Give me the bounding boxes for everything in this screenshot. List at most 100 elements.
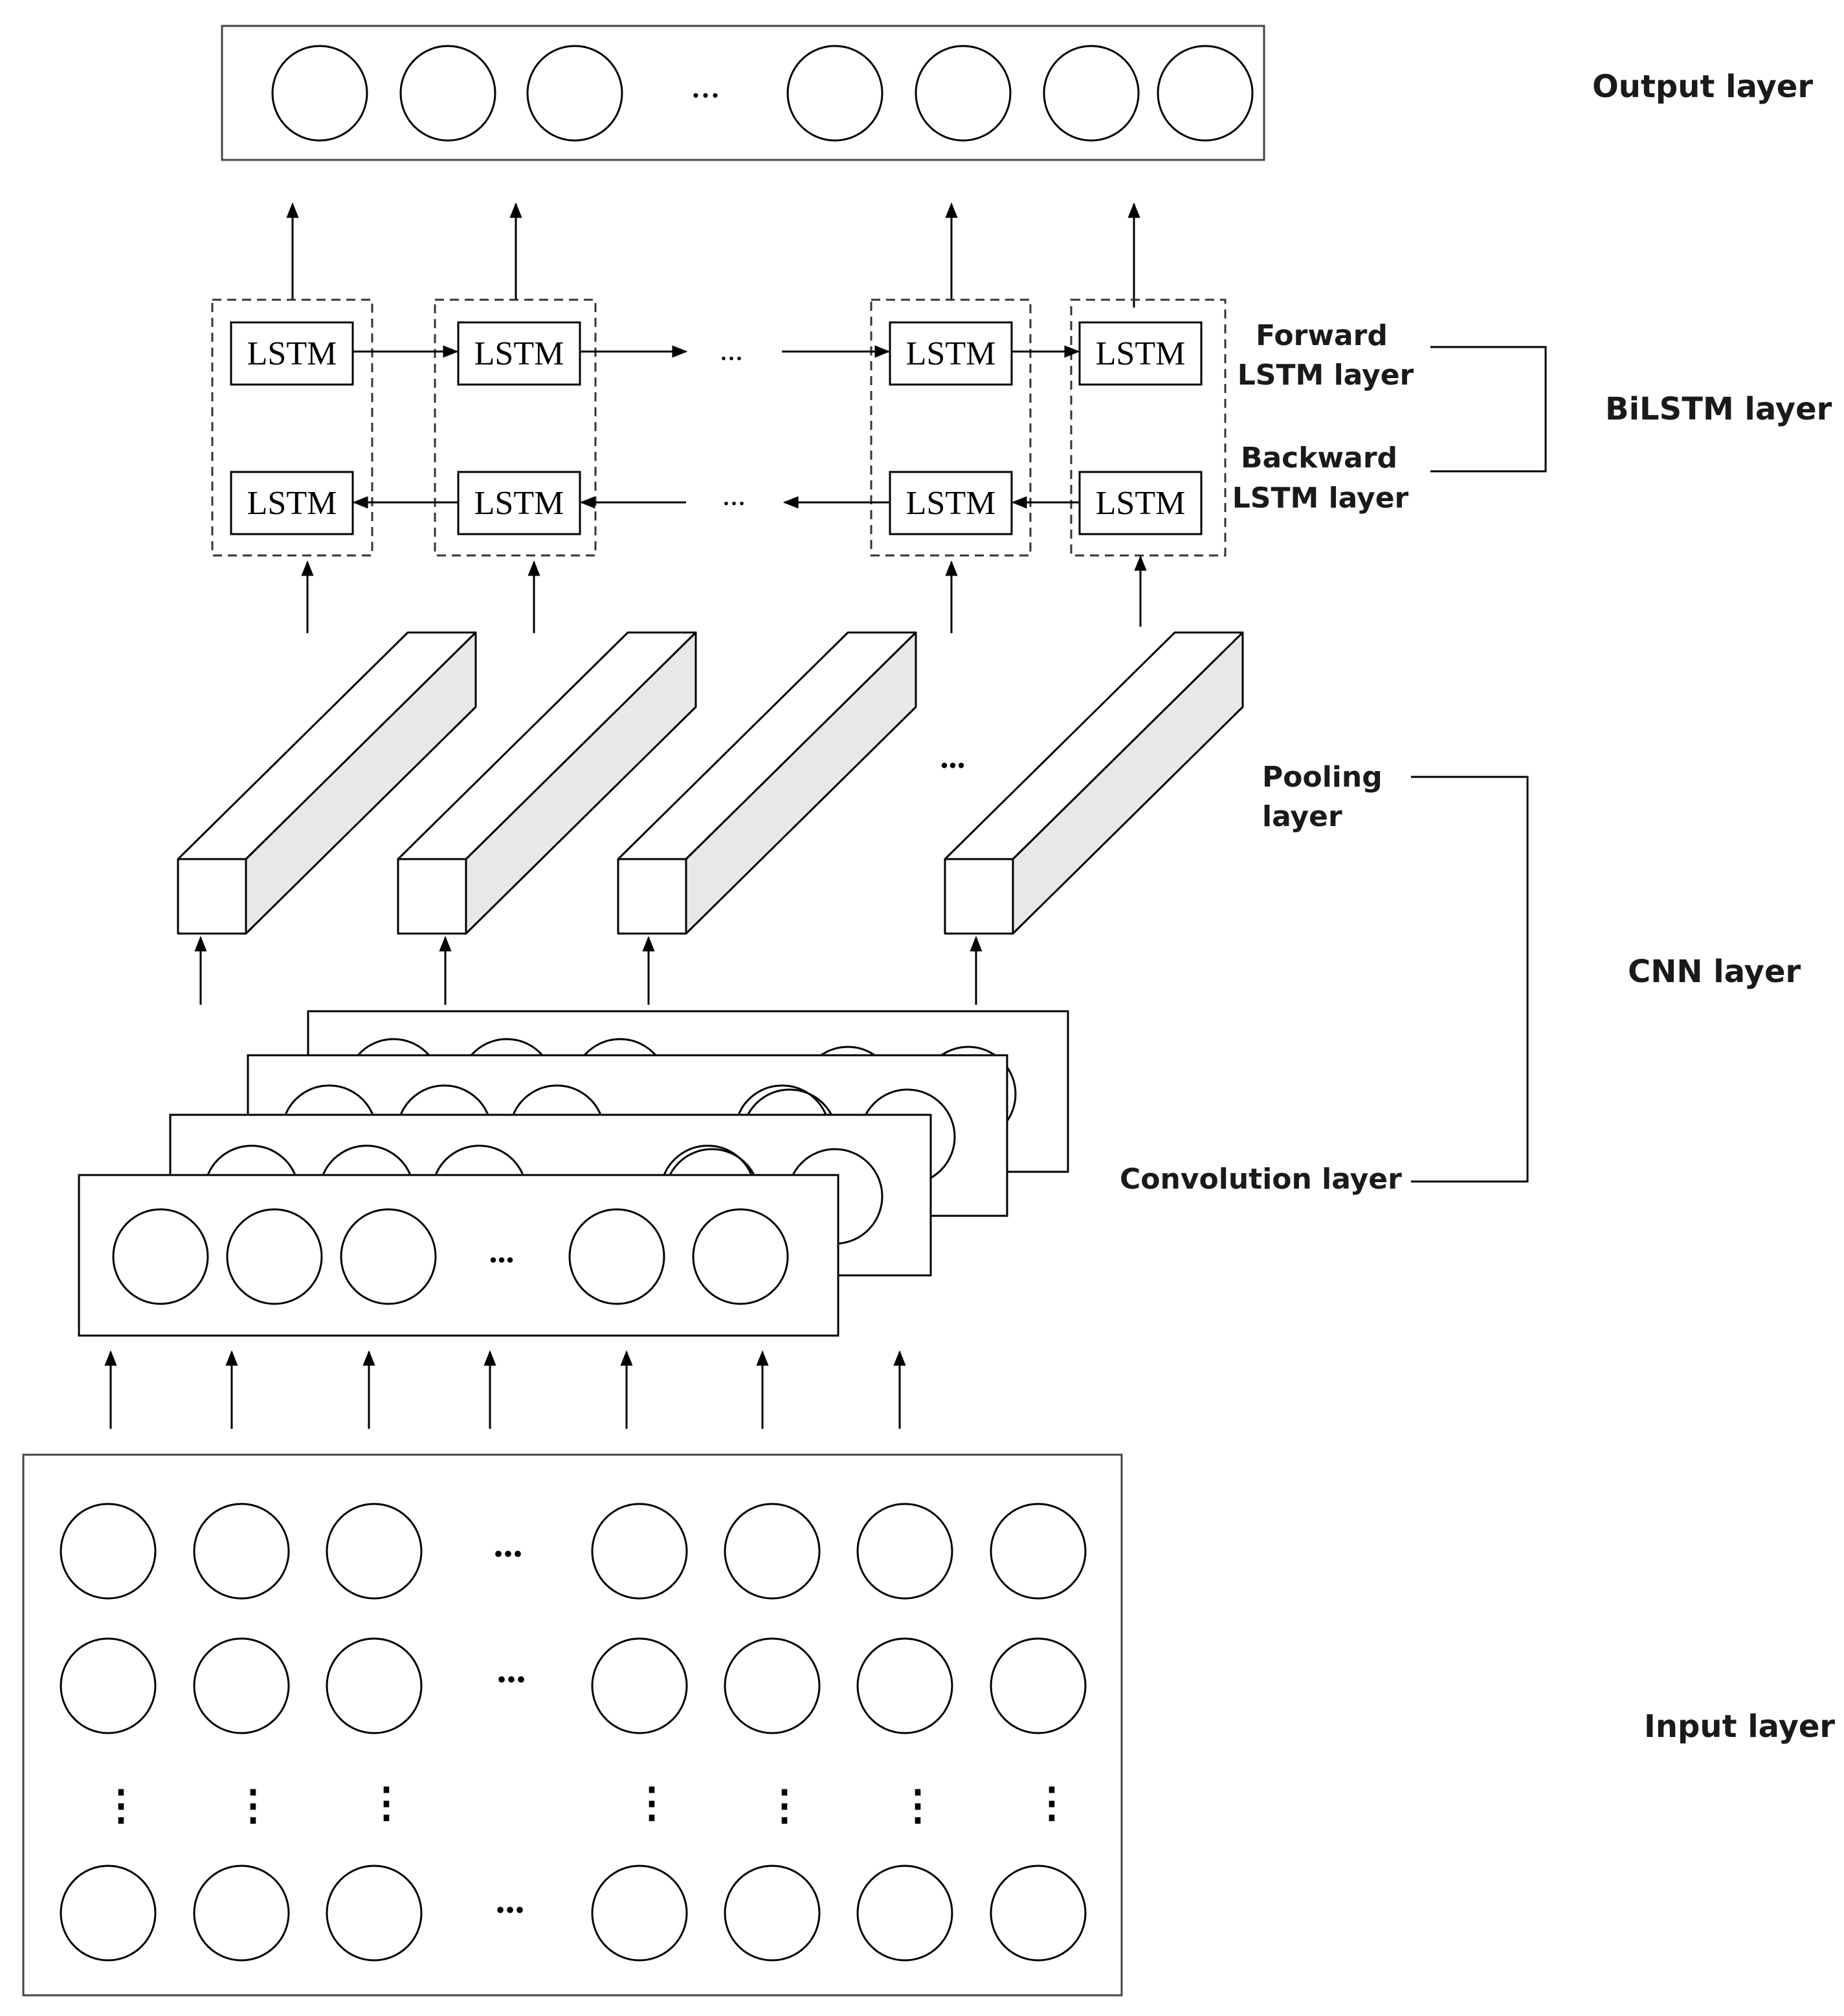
feature-neuron (340, 1208, 437, 1305)
convolution-layer: ... (78, 1010, 1069, 1337)
input-column-ellipsis: ⋮ (232, 1782, 274, 1828)
backward-ellipsis: ... (722, 478, 746, 512)
lstm-cell-label: LSTM (247, 485, 337, 522)
pooling-bar (617, 631, 917, 935)
cnn-bracket (1411, 776, 1529, 1183)
input-layer-label: Input layer (1644, 1708, 1835, 1745)
output-neuron (526, 45, 623, 142)
feature-neuron-arc (284, 1084, 374, 1115)
feature-map-ellipsis: ... (489, 1233, 515, 1270)
input-layer: ... ... ⋮ ⋮ ⋮ ⋮ ⋮ ⋮ ⋮ (22, 1453, 1123, 1997)
output-ellipsis: ... (691, 63, 720, 106)
input-to-conv-arrows (104, 1350, 906, 1429)
feature-neuron-arc (434, 1145, 524, 1176)
output-neuron (399, 45, 496, 142)
cnn-layer-label: CNN layer (1628, 954, 1801, 990)
output-neuron (271, 45, 368, 142)
input-neuron (724, 1503, 821, 1600)
pooling-label-line2: layer (1262, 800, 1342, 833)
feature-neuron-arc (206, 1145, 296, 1176)
lstm-cell (457, 321, 581, 386)
input-neuron (60, 1503, 157, 1600)
input-column-ellipsis: ⋮ (1031, 1780, 1072, 1826)
output-layer: ... (221, 25, 1265, 161)
input-row-ellipsis: ... (494, 1522, 523, 1565)
feature-neuron-arc (663, 1145, 753, 1176)
forward-lstm-label-line2: LSTM layer (1238, 359, 1414, 392)
bilstm-bracket (1430, 346, 1547, 473)
pooling-bar-front (397, 858, 467, 935)
forward-lstm-label-line1: Forward (1256, 319, 1388, 352)
lstm-cell-label: LSTM (1096, 485, 1186, 522)
pooling-ellipsis: ... (940, 739, 966, 776)
feature-map: ... (78, 1174, 839, 1337)
lstm-cell (1078, 321, 1203, 386)
input-neuron (990, 1865, 1087, 1962)
input-row: ... (60, 1865, 1087, 1962)
input-column-ellipsis: ⋮ (100, 1782, 142, 1828)
input-row-ellipsis: ... (497, 1648, 526, 1690)
lstm-cell (230, 321, 354, 386)
backward-lstm-label-line1: Backward (1241, 442, 1397, 475)
input-vertical-ellipses: ⋮ ⋮ ⋮ ⋮ ⋮ ⋮ ⋮ (100, 1780, 1072, 1828)
hidden-neuron-arcs (206, 1038, 827, 1176)
input-neuron (60, 1865, 157, 1962)
pooling-to-bilstm-arrows (301, 555, 1147, 633)
input-neuron (60, 1637, 157, 1734)
input-layer-box (22, 1453, 1123, 1997)
output-neuron (1043, 45, 1140, 142)
pooling-bar (397, 631, 697, 935)
bilstm-timestep-group (870, 298, 1032, 557)
input-neuron (326, 1503, 423, 1600)
convolution-label: Convolution layer (1120, 1163, 1402, 1196)
lstm-cell-label: LSTM (474, 485, 564, 522)
feature-neuron (112, 1208, 209, 1305)
feature-neuron-arc (322, 1145, 412, 1176)
input-neuron (193, 1865, 290, 1962)
input-column-ellipsis: ⋮ (764, 1782, 805, 1828)
input-neuron (193, 1637, 290, 1734)
lstm-cell-label: LSTM (906, 485, 996, 522)
input-neuron (326, 1865, 423, 1962)
input-neuron (724, 1865, 821, 1962)
pooling-bar (177, 631, 477, 935)
conv-to-pooling-arrows (194, 935, 983, 1005)
output-neuron (786, 45, 883, 142)
input-neuron (591, 1865, 688, 1962)
lstm-cell-label: LSTM (1096, 335, 1186, 372)
forward-ellipsis: ... (720, 333, 743, 367)
output-neuron (1157, 45, 1254, 142)
bilstm-layer-label: BiLSTM layer (1605, 391, 1832, 427)
input-neuron (856, 1865, 953, 1962)
pooling-bar-front (617, 858, 687, 935)
feature-neuron (692, 1208, 789, 1305)
output-neuron (915, 45, 1012, 142)
input-neuron (856, 1503, 953, 1600)
lstm-cell-label: LSTM (906, 335, 996, 372)
lstm-cell-label: LSTM (474, 335, 564, 372)
feature-neuron-arc (583, 1038, 657, 1056)
input-row-ellipsis: ... (496, 1878, 525, 1921)
bilstm-timestep-group (1070, 298, 1227, 557)
feature-neuron-arc (470, 1038, 544, 1056)
input-neuron (856, 1637, 953, 1734)
input-neuron (591, 1637, 688, 1734)
input-row: ... (60, 1637, 1087, 1734)
bilstm-timestep-group (211, 298, 373, 557)
input-column-ellipsis: ⋮ (366, 1780, 407, 1826)
feature-neuron-arc (399, 1084, 489, 1115)
lstm-cell-label: LSTM (247, 335, 337, 372)
pooling-layer (177, 631, 1244, 935)
input-neuron (990, 1637, 1087, 1734)
pooling-bar-front (944, 858, 1014, 935)
feature-neuron (226, 1208, 323, 1305)
input-neuron (193, 1503, 290, 1600)
input-neuron (990, 1503, 1087, 1600)
pooling-bar-front (177, 858, 247, 935)
lstm-cell (1078, 471, 1203, 535)
bilstm-to-output-arrows (286, 202, 1140, 308)
backward-lstm-label-line2: LSTM layer (1232, 482, 1409, 515)
feature-neuron-arc (357, 1038, 430, 1056)
input-row: ... (60, 1503, 1087, 1600)
